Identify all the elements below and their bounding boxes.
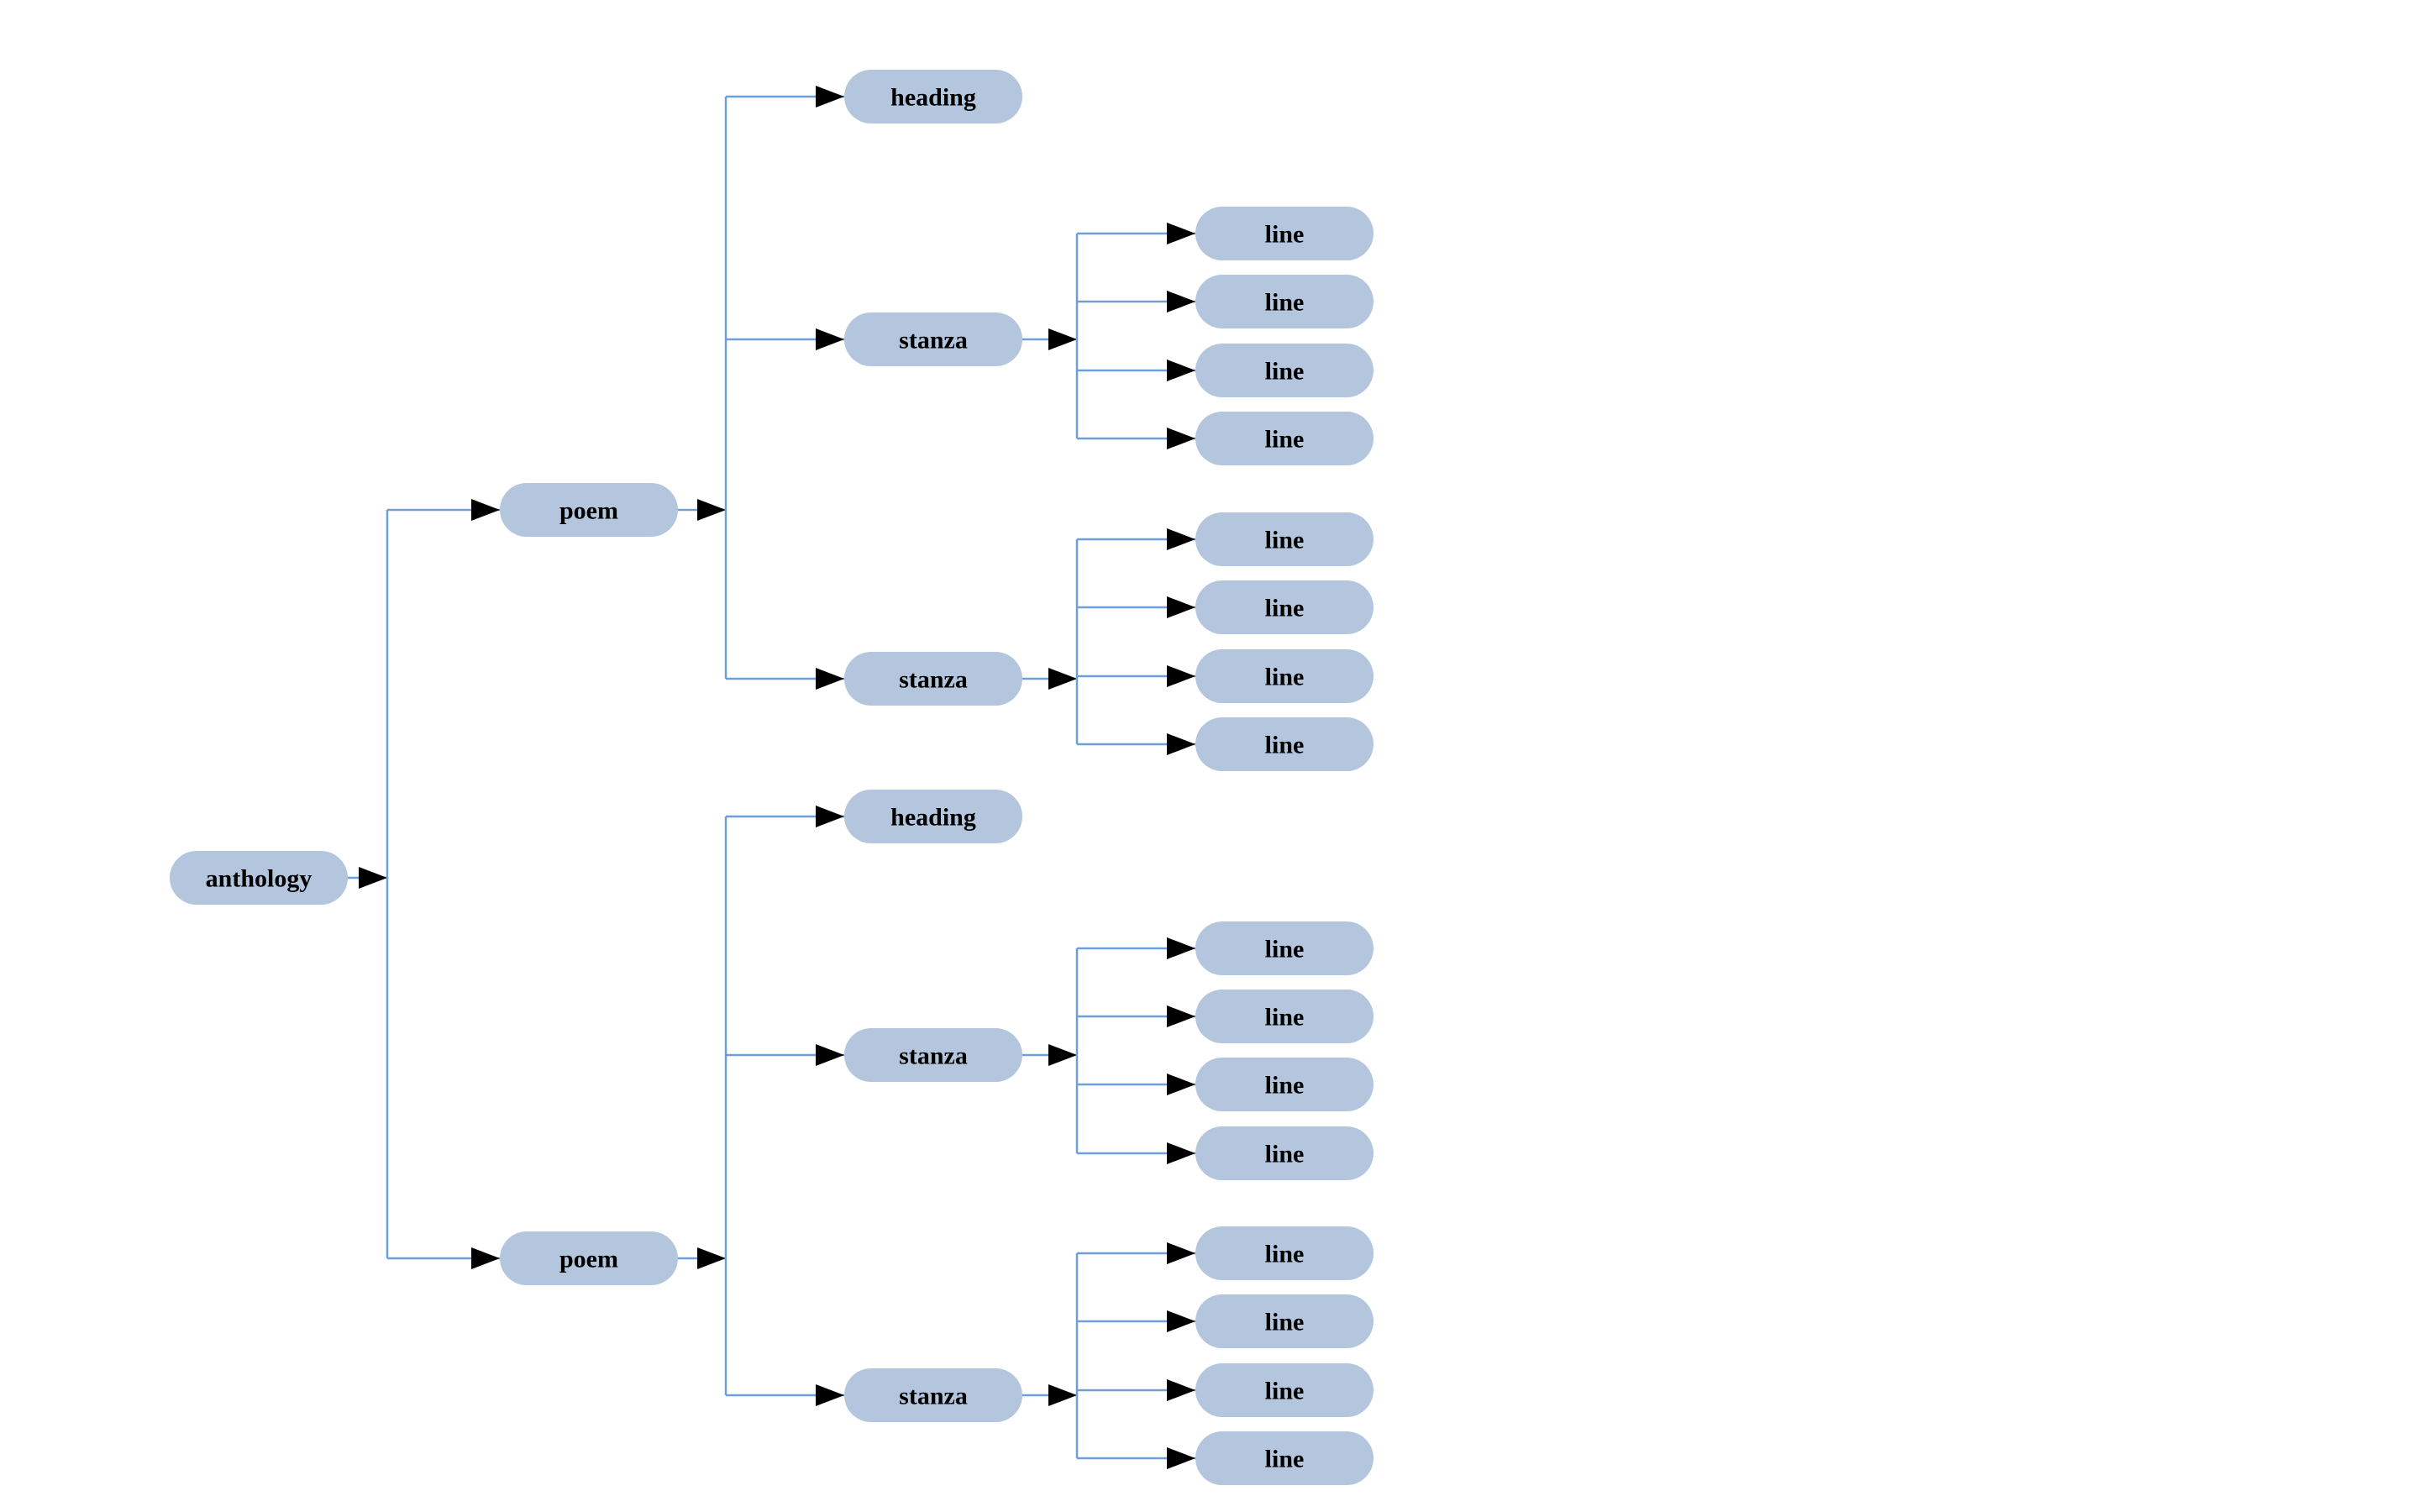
node-shape-p2-s2-line-3[interactable]	[1195, 1363, 1373, 1417]
node-shape-p2-s2-line-4[interactable]	[1195, 1431, 1373, 1485]
edge-group-poem-2-to-children	[678, 806, 844, 1406]
node-p2-s2-line-2[interactable]: line	[1195, 1294, 1373, 1348]
node-p1-s2-line-1[interactable]: line	[1195, 512, 1373, 566]
node-shape-p2-s2-line-1[interactable]	[1195, 1226, 1373, 1280]
node-shape-p2-heading[interactable]	[844, 790, 1022, 843]
node-shape-p1-s2-line-3[interactable]	[1195, 649, 1373, 703]
node-shape-p2-s1-line-4[interactable]	[1195, 1126, 1373, 1180]
edge-group-poem-1-to-children	[678, 86, 844, 690]
arrowhead-poem-1	[471, 499, 500, 521]
node-poem-2[interactable]: poem	[500, 1231, 678, 1285]
arrowhead-p1-s2-line-1	[1167, 528, 1195, 550]
node-shape-p1-stanza-1[interactable]	[844, 312, 1022, 366]
arrowhead-p1-s1-line-3	[1167, 360, 1195, 381]
arrowhead-p2-stanza-1	[816, 1044, 844, 1066]
arrowhead-p1-s2-line-4	[1167, 733, 1195, 755]
edges-layer	[348, 86, 1195, 1469]
node-p1-stanza-2[interactable]: stanza	[844, 652, 1022, 706]
arrowhead-p1-s1-line-4	[1167, 428, 1195, 449]
arrowhead-p1-s2-line-2	[1167, 596, 1195, 618]
arrowhead-trunk-p1-stanza-2-to-lines	[1048, 668, 1077, 690]
node-shape-poem-1[interactable]	[500, 483, 678, 537]
arrowhead-trunk-p2-stanza-2-to-lines	[1048, 1384, 1077, 1406]
node-shape-p1-heading[interactable]	[844, 70, 1022, 123]
arrowhead-p1-stanza-1	[816, 328, 844, 350]
arrowhead-p1-s1-line-2	[1167, 291, 1195, 312]
node-p1-s1-line-3[interactable]: line	[1195, 344, 1373, 397]
node-p1-s1-line-4[interactable]: line	[1195, 412, 1373, 465]
arrowhead-p2-s1-line-1	[1167, 937, 1195, 959]
node-p2-s1-line-3[interactable]: line	[1195, 1058, 1373, 1111]
arrowhead-p1-stanza-2	[816, 668, 844, 690]
arrowhead-p2-s2-line-2	[1167, 1310, 1195, 1332]
arrowhead-trunk-poem-2-to-children	[697, 1247, 726, 1269]
node-p1-heading[interactable]: heading	[844, 70, 1022, 123]
arrowhead-trunk-p1-stanza-1-to-lines	[1048, 328, 1077, 350]
node-p2-s1-line-2[interactable]: line	[1195, 990, 1373, 1043]
arrowhead-trunk-p2-stanza-1-to-lines	[1048, 1044, 1077, 1066]
node-shape-p2-s1-line-1[interactable]	[1195, 921, 1373, 975]
node-shape-p2-s1-line-3[interactable]	[1195, 1058, 1373, 1111]
arrowhead-p2-s1-line-2	[1167, 1005, 1195, 1027]
node-shape-p1-s1-line-2[interactable]	[1195, 275, 1373, 328]
arrowhead-p2-s2-line-1	[1167, 1242, 1195, 1264]
node-shape-p1-s1-line-4[interactable]	[1195, 412, 1373, 465]
node-shape-p1-s2-line-4[interactable]	[1195, 717, 1373, 771]
arrowhead-p1-s2-line-3	[1167, 665, 1195, 687]
node-shape-p1-s2-line-2[interactable]	[1195, 580, 1373, 634]
node-p2-s2-line-4[interactable]: line	[1195, 1431, 1373, 1485]
arrowhead-trunk-poem-1-to-children	[697, 499, 726, 521]
nodes-layer: anthology poem poem heading stanza stanza line…	[170, 70, 1373, 1485]
edge-group-p2-stanza-2-to-lines	[1022, 1242, 1195, 1469]
arrowhead-p2-heading	[816, 806, 844, 827]
arrowhead-p2-s1-line-3	[1167, 1074, 1195, 1095]
node-shape-p2-stanza-2[interactable]	[844, 1368, 1022, 1422]
node-p1-s2-line-3[interactable]: line	[1195, 649, 1373, 703]
node-shape-p2-stanza-1[interactable]	[844, 1028, 1022, 1082]
node-p2-stanza-1[interactable]: stanza	[844, 1028, 1022, 1082]
arrowhead-poem-2	[471, 1247, 500, 1269]
node-p2-stanza-2[interactable]: stanza	[844, 1368, 1022, 1422]
node-p2-heading[interactable]: heading	[844, 790, 1022, 843]
node-p1-s1-line-2[interactable]: line	[1195, 275, 1373, 328]
node-shape-p1-stanza-2[interactable]	[844, 652, 1022, 706]
arrowhead-p2-s2-line-3	[1167, 1379, 1195, 1401]
node-p2-s2-line-1[interactable]: line	[1195, 1226, 1373, 1280]
node-shape-p1-s1-line-3[interactable]	[1195, 344, 1373, 397]
node-p1-s2-line-2[interactable]: line	[1195, 580, 1373, 634]
node-p2-s1-line-4[interactable]: line	[1195, 1126, 1373, 1180]
node-shape-anthology[interactable]	[170, 851, 348, 905]
node-anthology[interactable]: anthology	[170, 851, 348, 905]
edge-group-anthology-to-poems	[348, 499, 500, 1269]
edge-group-p2-stanza-1-to-lines	[1022, 937, 1195, 1164]
node-shape-p1-s2-line-1[interactable]	[1195, 512, 1373, 566]
edge-group-p1-stanza-1-to-lines	[1022, 223, 1195, 449]
node-poem-1[interactable]: poem	[500, 483, 678, 537]
node-p1-s2-line-4[interactable]: line	[1195, 717, 1373, 771]
node-p2-s2-line-3[interactable]: line	[1195, 1363, 1373, 1417]
node-p1-s1-line-1[interactable]: line	[1195, 207, 1373, 260]
arrowhead-p2-stanza-2	[816, 1384, 844, 1406]
node-shape-p1-s1-line-1[interactable]	[1195, 207, 1373, 260]
node-p2-s1-line-1[interactable]: line	[1195, 921, 1373, 975]
edge-group-p1-stanza-2-to-lines	[1022, 528, 1195, 755]
arrowhead-p2-s2-line-4	[1167, 1447, 1195, 1469]
arrowhead-p2-s1-line-4	[1167, 1142, 1195, 1164]
node-p1-stanza-1[interactable]: stanza	[844, 312, 1022, 366]
node-shape-poem-2[interactable]	[500, 1231, 678, 1285]
arrowhead-p1-heading	[816, 86, 844, 108]
node-shape-p2-s2-line-2[interactable]	[1195, 1294, 1373, 1348]
node-shape-p2-s1-line-2[interactable]	[1195, 990, 1373, 1043]
arrowhead-trunk-anthology-to-poems	[359, 867, 387, 889]
arrowhead-p1-s1-line-1	[1167, 223, 1195, 244]
